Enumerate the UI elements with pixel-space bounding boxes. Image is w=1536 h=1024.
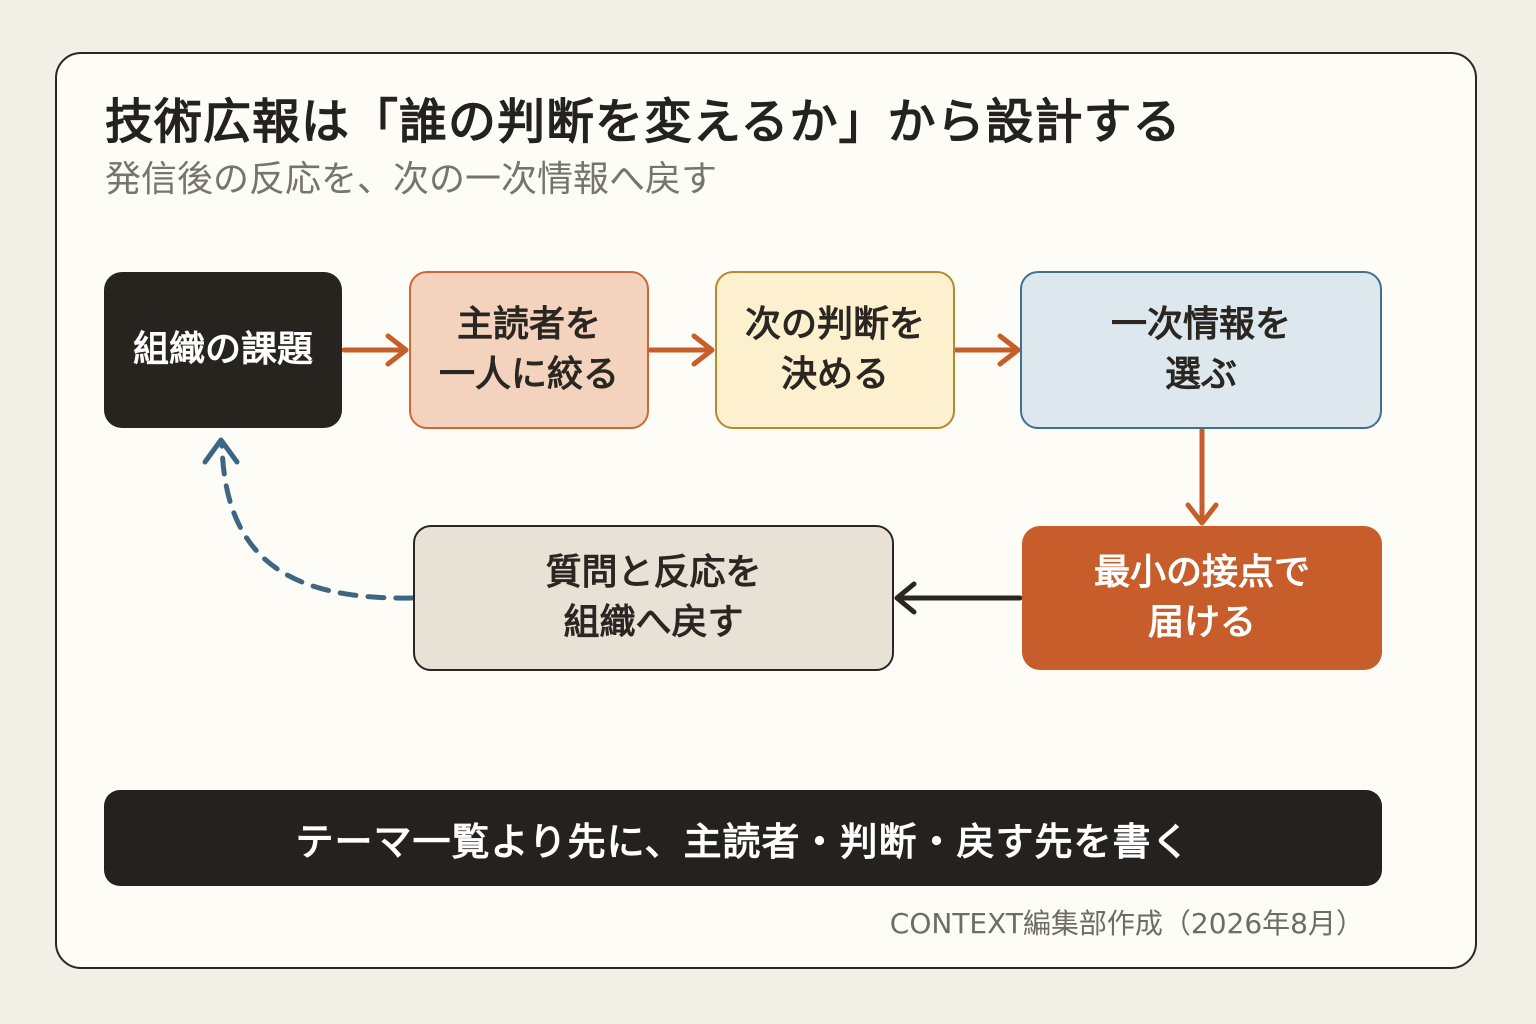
step-label-line: 最小の接点で <box>1093 552 1310 593</box>
step-min-touchpoint: 最小の接点で 届ける <box>1022 526 1382 670</box>
feedback-loop-arrow <box>219 442 415 601</box>
arrowhead-reader-to-decision <box>691 333 715 367</box>
step-label-line: 質問と反応を <box>545 552 762 593</box>
arrowhead-issue-to-reader <box>385 333 409 367</box>
step-label-line: 組織の課題 <box>132 329 313 370</box>
step-label-line: 届ける <box>1147 602 1256 643</box>
step-label-line: 一次情報を <box>1110 304 1291 345</box>
arrowhead-touchpoint-to-feedback <box>894 581 917 615</box>
step-label-line: 決める <box>780 354 889 395</box>
feedback-loop-arrowhead <box>202 437 240 465</box>
step-next-decision: 次の判断を 決める <box>715 271 955 429</box>
step-main-reader: 主読者を 一人に絞る <box>409 271 649 429</box>
arrowhead-info-to-touchpoint <box>1185 502 1219 526</box>
credit-line: CONTEXT編集部作成（2026年8月） <box>889 907 1364 940</box>
step-label-line: 組織へ戻す <box>563 602 744 643</box>
page-title: 技術広報は「誰の判断を変えるか」から設計する <box>105 94 1182 150</box>
step-label-line: 一人に絞る <box>438 354 619 395</box>
page-subtitle: 発信後の反応を、次の一次情報へ戻す <box>105 159 718 200</box>
step-feedback: 質問と反応を 組織へ戻す <box>413 525 894 671</box>
step-label-line: 主読者を <box>456 304 601 345</box>
arrowhead-decision-to-info <box>997 333 1021 367</box>
summary-banner: テーマ一覧より先に、主読者・判断・戻す先を書く <box>104 790 1382 886</box>
step-org-issue: 組織の課題 <box>104 272 342 428</box>
step-label-line: 選ぶ <box>1164 354 1237 395</box>
step-primary-info: 一次情報を 選ぶ <box>1020 271 1382 429</box>
step-label-line: 次の判断を <box>744 304 925 345</box>
